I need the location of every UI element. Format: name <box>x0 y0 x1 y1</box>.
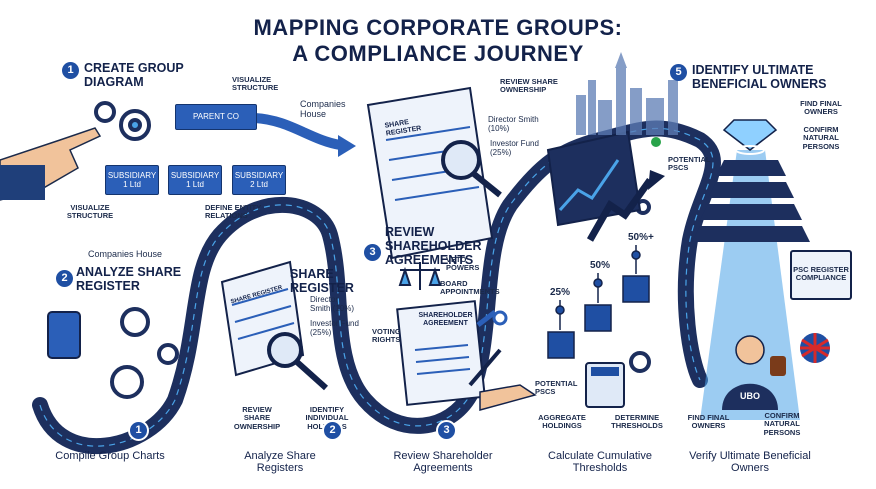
tablet-icon <box>47 311 81 359</box>
step-2-heading: ANALYZE SHARE REGISTER <box>76 265 182 293</box>
confirm-natural-persons-top: CONFIRM NATURAL PERSONS <box>802 125 840 151</box>
caption-step-1: Compile Group Charts <box>55 450 165 462</box>
share-register-heading: SHARE REGISTER <box>290 267 354 295</box>
step-3-heading: REVIEW SHAREHOLDER AGREEMENTS <box>385 225 482 267</box>
aggregate-holdings: AGGREGATE HOLDINGS <box>538 413 586 431</box>
road-arrow-top <box>254 113 341 150</box>
find-final-owners-top: FIND FINAL OWNERS <box>800 99 842 117</box>
board-appointments: BOARD APPOINTMENTS <box>440 279 500 297</box>
diamond-icon <box>722 119 778 151</box>
investor-fund-bottom: Investor Fund (25%) <box>310 319 359 337</box>
review-share-ownership-top: REVIEW SHARE OWNERSHIP <box>500 77 558 95</box>
psc-register-compliance: PSC REGISTER COMPLIANCE <box>793 265 849 283</box>
road-marker-2: 2 <box>322 420 343 441</box>
potential-pscs-top: POTENTIAL PSCs <box>668 155 711 173</box>
potential-pscs-bottom: POTENTIAL PSCs <box>535 379 578 397</box>
city-skyline <box>576 52 678 135</box>
shareholder-agreement-document <box>396 262 537 411</box>
caption-step-4: Calculate Cumulative Thresholds <box>548 450 652 475</box>
step-3-number: 3 <box>364 244 381 261</box>
shareholder-agreement-doc-label: SHAREHOLDER AGREEMENT <box>418 312 473 327</box>
gear-icon <box>94 101 651 399</box>
title-line-2: A COMPLIANCE JOURNEY <box>292 41 584 66</box>
director-smith-top: Director Smith (10%) <box>488 115 539 133</box>
step-5-number: 5 <box>670 64 687 81</box>
subsidiary-box-2: SUBSIDIARY 1 Ltd <box>168 165 222 195</box>
step-1-number: 1 <box>62 62 79 79</box>
review-share-ownership-bottom: REVIEW SHARE OWNERSHIP <box>233 405 281 431</box>
step-5-heading: IDENTIFY ULTIMATE BENEFICIAL OWNERS <box>692 63 827 91</box>
caption-step-3: Review Shareholder Agreements <box>393 450 493 475</box>
road-marker-3: 3 <box>436 420 457 441</box>
road-marker-1: 1 <box>128 420 149 441</box>
determine-thresholds: DETERMINE THRESHOLDS <box>611 413 663 431</box>
voting-rights: VOTING RIGHTS <box>372 327 401 345</box>
visualize-structure-bottom: VISUALIZE STRUCTURE <box>66 203 114 221</box>
psc-register-panel: PSC REGISTER COMPLIANCE <box>790 250 852 300</box>
director-smith-bottom: Director Smith (10%) <box>310 295 355 313</box>
veto-powers: VETO POWERS <box>446 255 480 273</box>
parent-co-box: PARENT CO <box>175 104 257 130</box>
confirm-natural-persons-bottom: CONFIRM NATURAL PERSONS <box>763 411 801 437</box>
step-1-heading: CREATE GROUP DIAGRAM <box>84 61 184 89</box>
ubo-tower <box>692 160 810 242</box>
threshold-50: 50% <box>590 260 611 271</box>
step-2-number: 2 <box>56 270 73 287</box>
investor-fund-top: Investor Fund (25%) <box>490 139 539 157</box>
define-entity-relations: DEFINE ENTITY RELATIONS <box>205 203 262 221</box>
companies-house-top: Companies House <box>300 99 346 119</box>
chart-monitor-icon <box>546 130 665 242</box>
threshold-25: 25% <box>550 287 571 298</box>
caption-step-5: Verify Ultimate Beneficial Owners <box>689 450 811 475</box>
find-final-owners-bottom: FIND FINAL OWNERS <box>687 413 730 431</box>
companies-house-bottom: Companies House <box>88 249 163 259</box>
threshold-50-plus: 50%+ <box>628 232 654 243</box>
subsidiary-box-3: SUBSIDIARY 2 Ltd <box>232 165 286 195</box>
ubo-light-beam <box>700 150 800 420</box>
ubo-badge: UBO <box>740 391 760 401</box>
threshold-cubes <box>547 245 650 359</box>
caption-step-2: Analyze Share Registers <box>244 450 316 475</box>
title-line-1: MAPPING CORPORATE GROUPS: <box>253 15 623 40</box>
stamp-icon <box>770 356 786 376</box>
visualize-structure-top: VISUALIZE STRUCTURE <box>232 75 279 93</box>
subsidiary-box-1: SUBSIDIARY 1 Ltd <box>105 165 159 195</box>
share-register-document-top <box>366 86 502 260</box>
share-register-document-bottom <box>220 260 329 391</box>
ubo-person-icon <box>735 335 765 365</box>
